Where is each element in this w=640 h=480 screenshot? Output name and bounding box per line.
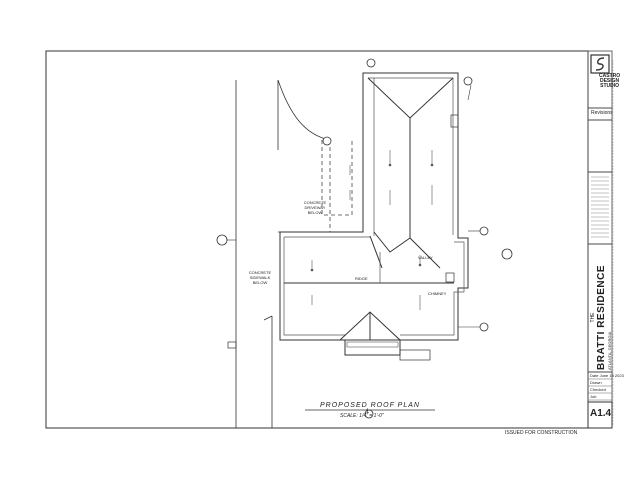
electric-meter bbox=[227, 341, 237, 349]
general-notes bbox=[591, 176, 609, 238]
label-ridge: RIDGE bbox=[355, 276, 368, 281]
slope-arrows bbox=[310, 150, 434, 310]
section-markers bbox=[216, 58, 513, 419]
issued-for-construction: ISSUED FOR CONSTRUCTION bbox=[505, 430, 578, 436]
drawn-label: Drawn bbox=[590, 380, 602, 385]
drawing-scale: SCALE: 1/4" = 1'-0" bbox=[340, 413, 384, 419]
firm-name-line-3: STUDIO bbox=[600, 83, 619, 89]
drawing-title: PROPOSED ROOF PLAN bbox=[320, 402, 420, 409]
label-concrete-driveway: CONCRETE DRIVEWAY BELOW bbox=[303, 200, 327, 215]
roof-plan bbox=[279, 72, 469, 361]
job-label: Job bbox=[590, 394, 597, 399]
sheet-number: A1.4 bbox=[590, 408, 612, 419]
sheet-info-lines bbox=[588, 378, 612, 401]
firm-logo bbox=[590, 54, 610, 74]
label-valley: VALLEY bbox=[418, 255, 433, 260]
driveway bbox=[278, 140, 353, 233]
project-title-group: THE BRATTI RESIDENCE ATLANTA, GEORGIA bbox=[590, 265, 612, 370]
label-concrete-sidewalk: CONCRETE SIDEWALK BELOW bbox=[248, 270, 272, 285]
title-block bbox=[587, 50, 613, 429]
sheet-border bbox=[45, 50, 589, 429]
label-chimney: CHIMNEY bbox=[428, 291, 447, 296]
date-value: June 19 2023 bbox=[599, 373, 624, 378]
project-address: ATLANTA, GEORGIA bbox=[607, 331, 612, 370]
date-label: Date bbox=[590, 373, 599, 378]
firm-name-line-1: CASTRO bbox=[599, 73, 621, 79]
detail-number: 1 bbox=[366, 409, 370, 415]
firm-name: CASTRO DESIGN STUDIO bbox=[599, 74, 620, 89]
project-name: BRATTI RESIDENCE bbox=[596, 264, 607, 370]
firm-name-line-2: DESIGN bbox=[599, 78, 620, 84]
sidewalk bbox=[235, 79, 331, 428]
revisions-label: Revisions bbox=[591, 110, 613, 116]
date-row: Date June 19 2023 bbox=[590, 373, 624, 378]
marker-leaders bbox=[227, 84, 480, 328]
sheet-number-box bbox=[587, 401, 613, 429]
checked-label: Checked bbox=[590, 387, 606, 392]
